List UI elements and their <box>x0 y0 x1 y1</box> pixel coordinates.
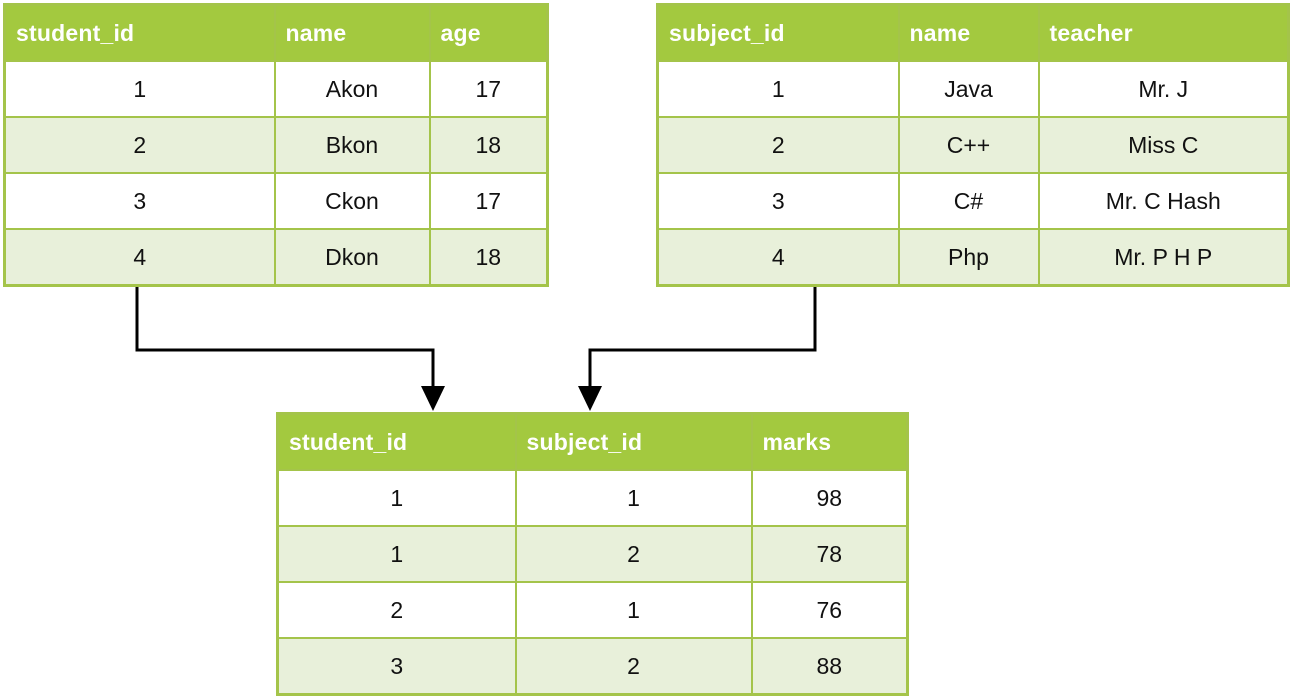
subjects-header-row: subject_id name teacher <box>656 3 1290 62</box>
table-cell: 18 <box>428 228 549 287</box>
table-cell: Mr. J <box>1037 60 1290 118</box>
table-cell: Php <box>897 228 1040 287</box>
table-cell: 18 <box>428 116 549 174</box>
table-cell: 2 <box>514 637 753 696</box>
students-header-row: student_id name age <box>3 3 549 62</box>
table-row: 1 Akon 17 <box>3 60 549 118</box>
table-cell: 2 <box>276 581 517 639</box>
table-row: 3 Ckon 17 <box>3 172 549 230</box>
table-cell: Miss C <box>1037 116 1290 174</box>
subjects-col-name: name <box>897 3 1040 62</box>
students-table: student_id name age 1 Akon 17 2 Bkon 18 … <box>3 3 549 287</box>
students-col-student-id: student_id <box>3 3 276 62</box>
marks-col-subject-id: subject_id <box>514 412 753 471</box>
table-row: 4 Php Mr. P H P <box>656 228 1290 287</box>
table-cell: 2 <box>3 116 276 174</box>
table-row: 1 1 98 <box>276 469 909 527</box>
table-cell: 98 <box>750 469 909 527</box>
marks-header-row: student_id subject_id marks <box>276 412 909 471</box>
subjects-col-subject-id: subject_id <box>656 3 900 62</box>
table-cell: 3 <box>656 172 900 230</box>
table-cell: C# <box>897 172 1040 230</box>
table-cell: 4 <box>3 228 276 287</box>
table-row: 4 Dkon 18 <box>3 228 549 287</box>
table-cell: Ckon <box>273 172 431 230</box>
table-cell: Java <box>897 60 1040 118</box>
arrow-down-icon <box>578 386 602 411</box>
table-cell: 4 <box>656 228 900 287</box>
table-cell: 1 <box>276 525 517 583</box>
subjects-to-marks-connector <box>588 287 817 388</box>
table-cell: 1 <box>514 469 753 527</box>
table-cell: Akon <box>273 60 431 118</box>
table-row: 2 Bkon 18 <box>3 116 549 174</box>
table-row: 3 2 88 <box>276 637 909 696</box>
table-row: 2 1 76 <box>276 581 909 639</box>
table-cell: Bkon <box>273 116 431 174</box>
table-cell: Mr. P H P <box>1037 228 1290 287</box>
subjects-col-teacher: teacher <box>1037 3 1290 62</box>
table-cell: Dkon <box>273 228 431 287</box>
table-row: 2 C++ Miss C <box>656 116 1290 174</box>
table-row: 1 Java Mr. J <box>656 60 1290 118</box>
subjects-table: subject_id name teacher 1 Java Mr. J 2 C… <box>656 3 1290 287</box>
arrow-down-icon <box>421 386 445 411</box>
table-cell: 1 <box>656 60 900 118</box>
table-cell: 17 <box>428 60 549 118</box>
students-col-name: name <box>273 3 431 62</box>
table-row: 3 C# Mr. C Hash <box>656 172 1290 230</box>
table-cell: 1 <box>514 581 753 639</box>
table-cell: 2 <box>656 116 900 174</box>
table-cell: 2 <box>514 525 753 583</box>
table-cell: 88 <box>750 637 909 696</box>
table-cell: 1 <box>3 60 276 118</box>
table-cell: 78 <box>750 525 909 583</box>
table-cell: 3 <box>3 172 276 230</box>
table-cell: 1 <box>276 469 517 527</box>
students-col-age: age <box>428 3 549 62</box>
marks-col-marks: marks <box>750 412 909 471</box>
students-to-marks-connector <box>135 287 435 388</box>
marks-table: student_id subject_id marks 1 1 98 1 2 7… <box>276 412 909 696</box>
table-row: 1 2 78 <box>276 525 909 583</box>
table-cell: 76 <box>750 581 909 639</box>
table-cell: 3 <box>276 637 517 696</box>
table-cell: 17 <box>428 172 549 230</box>
table-cell: Mr. C Hash <box>1037 172 1290 230</box>
marks-col-student-id: student_id <box>276 412 517 471</box>
table-cell: C++ <box>897 116 1040 174</box>
